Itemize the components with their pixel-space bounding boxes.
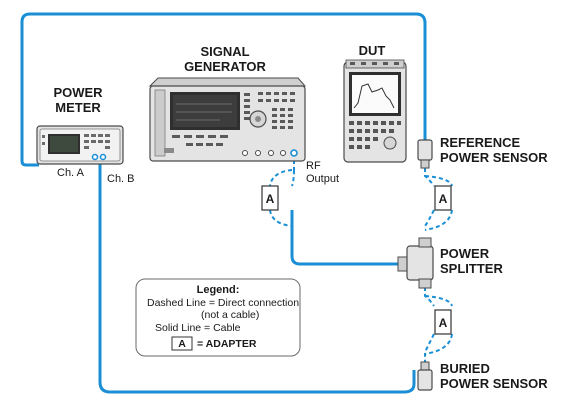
- reference-power-sensor-label-line1: REFERENCE: [440, 135, 521, 150]
- dut-instrument: [343, 59, 407, 163]
- legend-dashed-note: (not a cable): [201, 309, 259, 321]
- adapter-generator: A: [261, 185, 279, 211]
- channel-a-connector: [91, 153, 99, 161]
- legend-adapter-text: = ADAPTER: [197, 338, 257, 350]
- power-meter-label-line2: METER: [55, 100, 101, 115]
- adapter-buried-letter: A: [439, 316, 448, 330]
- rf-output-label-line1: RF: [306, 160, 321, 172]
- reference-power-sensor: [417, 139, 433, 169]
- legend-adapter-letter: A: [178, 338, 186, 350]
- channel-a-label: Ch. A: [57, 167, 85, 179]
- cable-meter-to-reference-sensor: [20, 12, 427, 167]
- dashed-connections: [269, 160, 453, 362]
- buried-power-sensor-label-line2: POWER SENSOR: [440, 376, 548, 391]
- legend-adapter-symbol: [171, 336, 193, 351]
- legend-solid-line: Solid Line = Cable: [155, 322, 241, 334]
- power-splitter: [397, 237, 434, 289]
- dashed-generator-to-adapter: [269, 160, 295, 187]
- legend: Legend: Dashed Line = Direct connection …: [135, 278, 301, 357]
- dashed-adapter-loop-generator: [269, 209, 293, 227]
- power-splitter-label-line1: POWER: [440, 246, 490, 261]
- dut-label: DUT: [359, 43, 386, 58]
- power-splitter-label-line2: SPLITTER: [440, 261, 503, 276]
- adapter-buried: A: [434, 309, 452, 335]
- signal-generator-label-line2: GENERATOR: [184, 59, 266, 74]
- rf-output-label-line2: Output: [306, 173, 339, 185]
- adapter-reference-letter: A: [439, 192, 448, 206]
- buried-power-sensor-label-line1: BURIED: [440, 361, 490, 376]
- rf-output-connector: [290, 149, 298, 157]
- reference-power-sensor-label-line2: POWER SENSOR: [440, 150, 548, 165]
- legend-title: Legend:: [197, 284, 240, 296]
- signal-generator: [148, 77, 307, 162]
- buried-power-sensor: [417, 361, 433, 391]
- cable-adapter-to-splitter: [290, 210, 398, 266]
- adapter-generator-letter: A: [266, 192, 275, 206]
- adapter-reference: A: [434, 185, 452, 211]
- signal-generator-label-line1: SIGNAL: [200, 44, 249, 59]
- power-meter-label-line1: POWER: [53, 85, 103, 100]
- channel-b-label: Ch. B: [107, 173, 135, 185]
- dashed-splitter-to-buried-adapter: [424, 280, 453, 362]
- legend-dashed-line: Dashed Line = Direct connection: [147, 297, 299, 309]
- power-meter: [36, 125, 124, 165]
- cable-meter-chb-to-buried-sensor: [98, 160, 416, 394]
- channel-b-connector: [99, 153, 107, 161]
